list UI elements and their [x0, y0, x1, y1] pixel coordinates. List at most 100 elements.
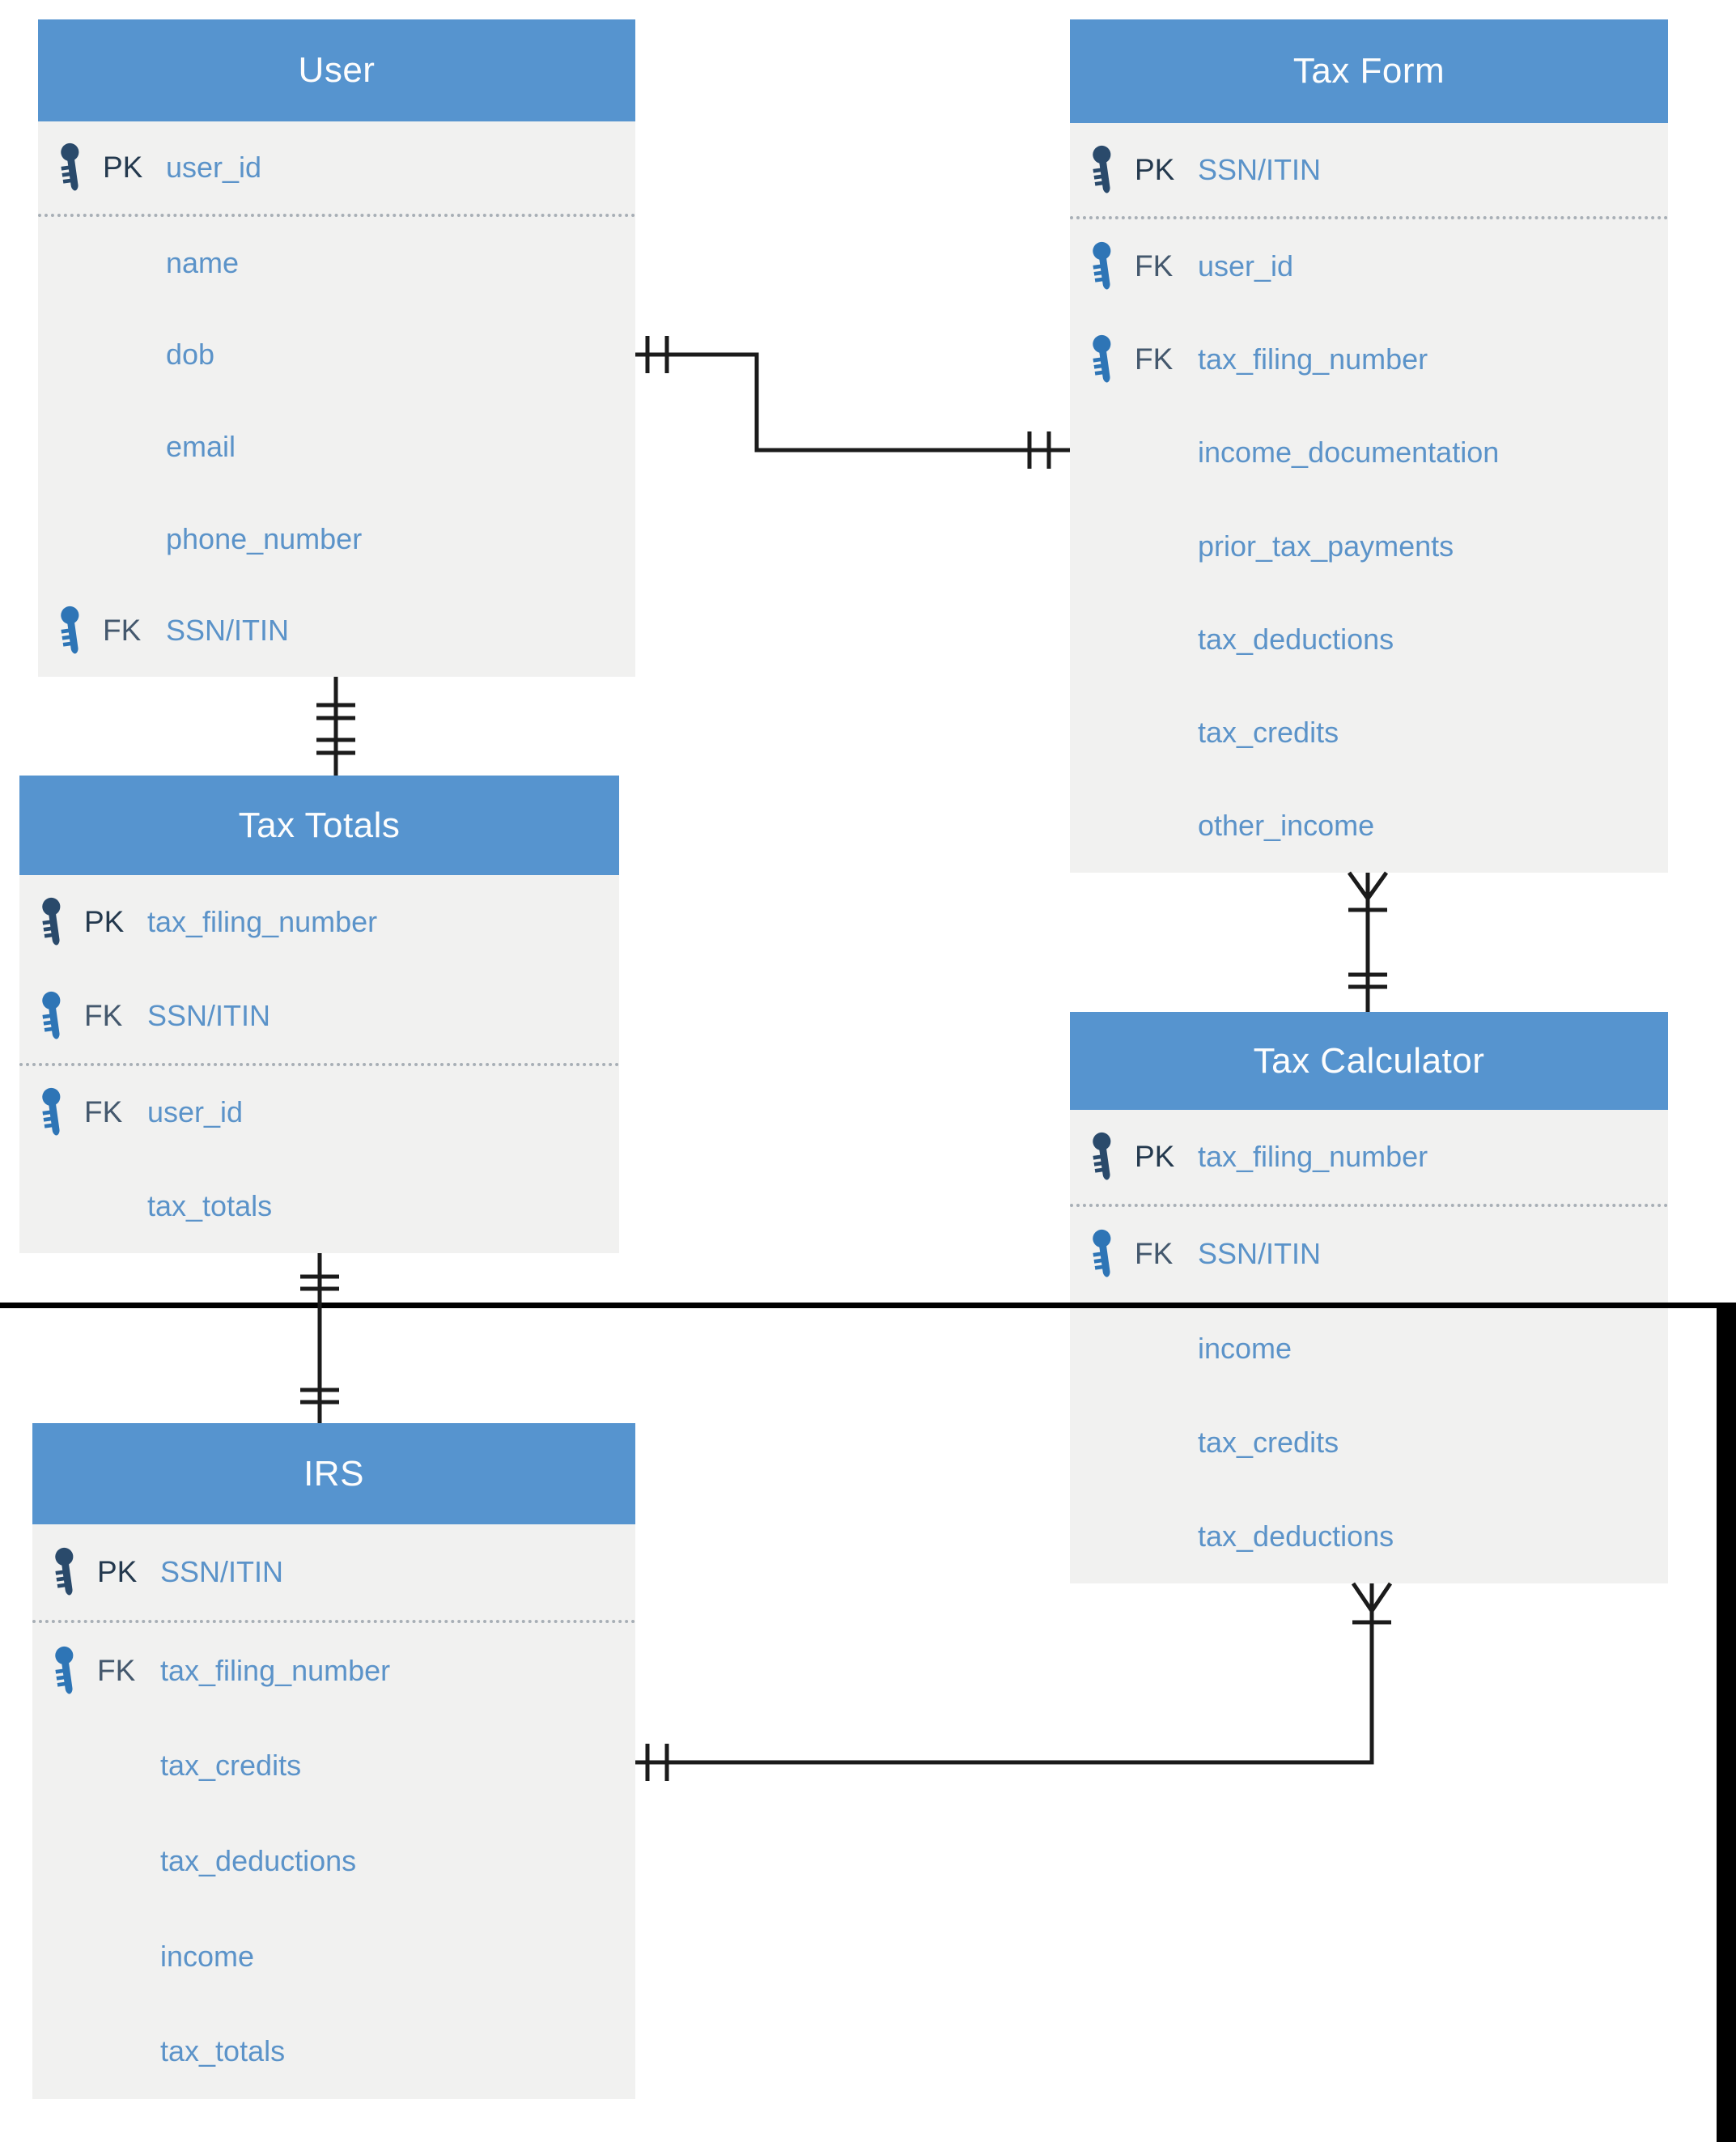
field-row: name — [38, 217, 635, 309]
field-name: tax_deductions — [1198, 1519, 1394, 1553]
field-row: phone_number — [38, 493, 635, 585]
field-row: FK SSN/ITIN — [19, 969, 619, 1066]
field-name: prior_tax_payments — [1198, 529, 1454, 563]
relationship-taxcalculator-irs — [635, 1582, 1393, 1781]
field-row: tax_credits — [1070, 686, 1668, 780]
fk-key-icon — [1093, 241, 1111, 290]
fk-key-icon — [42, 991, 61, 1039]
fk-key-icon — [61, 606, 79, 654]
field-row: PK SSN/ITIN — [1070, 123, 1668, 220]
field-row: income — [1070, 1301, 1668, 1395]
key-type-label: PK — [84, 904, 125, 938]
field-row: income — [32, 1909, 635, 2004]
key-icon-cell — [50, 1547, 97, 1597]
field-name: SSN/ITIN — [147, 998, 271, 1032]
field-name: income — [1198, 1331, 1292, 1365]
field-row: FK SSN/ITIN — [1070, 1207, 1668, 1301]
field-name: user_id — [166, 150, 262, 184]
pk-key-icon — [1093, 145, 1111, 193]
key-icon-cell — [37, 1087, 84, 1137]
field-row: tax_deductions — [32, 1813, 635, 1909]
field-row: FK user_id — [19, 1066, 619, 1160]
key-icon-cell — [50, 1646, 97, 1696]
entity-title: User — [38, 19, 635, 121]
pk-key-icon — [61, 142, 79, 191]
field-row: tax_deductions — [1070, 1490, 1668, 1583]
field-name: tax_filing_number — [1198, 1140, 1428, 1174]
field-name: email — [166, 429, 236, 463]
horizontal-black-line — [0, 1303, 1736, 1308]
field-name: tax_deductions — [1198, 622, 1394, 656]
key-type-label: FK — [97, 1653, 136, 1687]
fk-key-icon — [55, 1646, 74, 1694]
field-name: tax_credits — [1198, 716, 1339, 750]
key-icon-cell — [1088, 145, 1135, 195]
key-icon-cell — [1088, 1229, 1135, 1279]
pk-key-icon — [42, 897, 61, 946]
field-name: tax_filing_number — [147, 904, 378, 938]
field-row: prior_tax_payments — [1070, 499, 1668, 593]
relationship-user-taxtotals — [316, 677, 355, 776]
key-icon-cell — [37, 991, 84, 1041]
key-type-label: PK — [103, 150, 143, 184]
field-name: tax_totals — [147, 1189, 273, 1223]
key-type-label: FK — [1135, 1237, 1174, 1271]
relationship-taxform-taxcalculator — [1347, 871, 1389, 1012]
field-name: dob — [166, 338, 215, 372]
field-row: FK user_id — [1070, 219, 1668, 312]
field-name: SSN/ITIN — [1198, 152, 1322, 186]
key-icon-cell — [56, 142, 103, 193]
field-name: tax_credits — [1198, 1425, 1339, 1459]
key-type-label: FK — [84, 1095, 123, 1129]
pk-key-icon — [55, 1547, 74, 1596]
pk-key-icon — [1093, 1133, 1111, 1180]
field-row: FK tax_filing_number — [1070, 313, 1668, 406]
field-row: tax_credits — [1070, 1396, 1668, 1490]
field-row: dob — [38, 308, 635, 401]
entity-title: Tax Calculator — [1070, 1012, 1668, 1110]
field-row: tax_totals — [32, 2004, 635, 2099]
key-icon-cell — [56, 606, 103, 656]
field-name: SSN/ITIN — [1198, 1237, 1322, 1271]
field-row: tax_deductions — [1070, 593, 1668, 686]
key-type-label: PK — [1135, 1140, 1175, 1174]
field-row: tax_totals — [19, 1159, 619, 1253]
field-row: other_income — [1070, 780, 1668, 873]
field-name: income_documentation — [1198, 436, 1500, 470]
field-name: tax_filing_number — [1198, 342, 1428, 376]
key-type-label: PK — [97, 1554, 138, 1588]
field-name: tax_deductions — [160, 1843, 357, 1877]
fk-key-icon — [1093, 1230, 1111, 1277]
field-name: user_id — [1198, 249, 1294, 283]
key-type-label: FK — [84, 998, 123, 1032]
field-name: user_id — [147, 1095, 244, 1129]
field-row: PK tax_filing_number — [19, 875, 619, 969]
entity-title: Tax Totals — [19, 776, 619, 875]
field-name: tax_filing_number — [160, 1653, 391, 1687]
relationship-taxtotals-irs — [300, 1253, 339, 1423]
key-type-label: PK — [1135, 152, 1175, 186]
field-name: other_income — [1198, 809, 1375, 843]
field-row: FK tax_filing_number — [32, 1623, 635, 1719]
fk-key-icon — [42, 1088, 61, 1136]
entity-title: IRS — [32, 1423, 635, 1524]
right-black-bar — [1717, 1303, 1736, 2142]
field-name: SSN/ITIN — [166, 614, 290, 648]
key-type-label: FK — [1135, 342, 1174, 376]
field-name: name — [166, 245, 240, 279]
field-row: PK user_id — [38, 121, 635, 217]
field-name: tax_credits — [160, 1749, 302, 1783]
key-type-label: FK — [1135, 249, 1174, 283]
key-icon-cell — [1088, 241, 1135, 291]
